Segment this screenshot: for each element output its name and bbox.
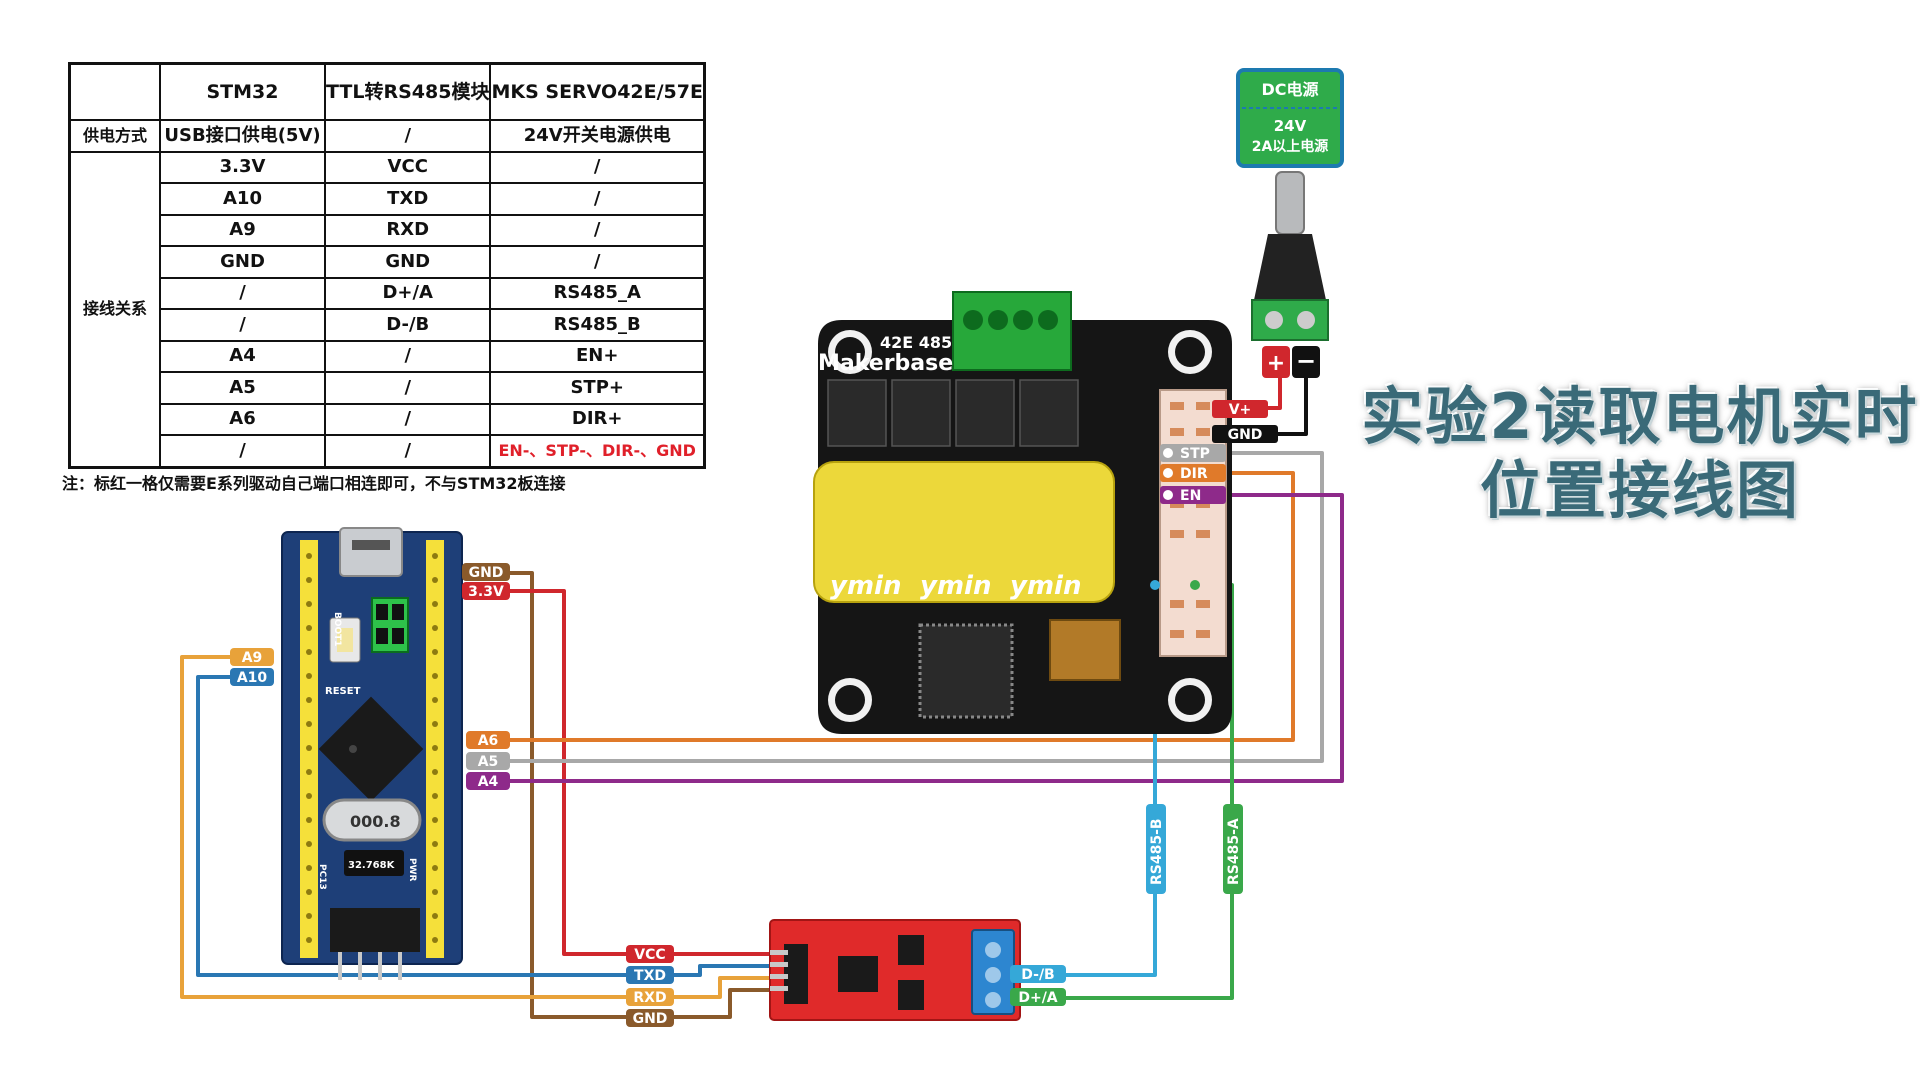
label-db: D-/B: [1021, 967, 1054, 983]
table-row: A4 / EN+: [70, 339, 706, 373]
label-vcc: VCC: [634, 947, 665, 963]
rs485-pin-labels: VCC TXD RXD GND D-/B D+/A RS485-B RS485-…: [626, 804, 1243, 1027]
stm32-pin-labels: GND 3.3V A9 A10 A6 A5 A4: [230, 563, 510, 790]
wire-a4: [510, 493, 1344, 783]
diagram-title: 实验2读取电机实时 位置接线图: [1360, 380, 1920, 528]
wire-a5: [510, 451, 1324, 763]
wire-a10: [196, 675, 770, 977]
stm32-pwr-label: PWR: [407, 858, 417, 882]
table-header-cell: MKS SERVO42E/57E: [489, 62, 706, 121]
label-rxd: RXD: [633, 990, 666, 1006]
ttl-rs485-module: [769, 919, 1021, 1021]
table-header-row: STM32 TTL转RS485模块 MKS SERVO42E/57E: [68, 62, 706, 121]
label-rs485-b: RS485-B: [1149, 818, 1165, 885]
label-a10: A10: [237, 670, 268, 686]
table-row: / D+/A RS485_A: [70, 276, 706, 310]
wire-a6: [510, 471, 1295, 742]
table-cell: D+/A: [323, 276, 492, 310]
minus-icon: −: [1296, 347, 1316, 375]
table-cell: 3.3V: [159, 150, 326, 184]
table-cell: /: [323, 371, 492, 405]
table-cell-wiring-label: 接线关系: [68, 150, 161, 468]
servo-brand-label: Makerbase: [818, 351, 953, 376]
table-header-cell: TTL转RS485模块: [323, 62, 492, 121]
label-stp: STP: [1180, 446, 1210, 462]
dc-power-voltage: 24V: [1274, 117, 1307, 135]
table-cell: TXD: [323, 182, 492, 216]
label-a9: A9: [242, 650, 263, 666]
stm32-reset-label: RESET: [325, 686, 361, 697]
capacitor-brand-2: ymin: [920, 571, 991, 601]
stm32-boot-label: BOOT1: [332, 612, 342, 647]
title-line-1: 实验2读取电机实时: [1361, 380, 1919, 453]
title-line-2: 位置接线图: [1479, 454, 1800, 527]
plus-icon: +: [1267, 351, 1285, 376]
label-servo-gnd: GND: [1228, 427, 1263, 443]
label-en: EN: [1180, 488, 1201, 504]
servo-board: 42E 485 Makerbase ymin ymin ymin: [813, 291, 1232, 734]
label-a4: A4: [478, 774, 499, 790]
label-rs485-gnd: GND: [633, 1011, 668, 1027]
label-a5: A5: [478, 754, 499, 770]
table-row: 接线关系 3.3V VCC /: [68, 150, 706, 468]
stm32-crystal-label: 000.8: [350, 812, 401, 831]
table-cell: A10: [159, 182, 326, 216]
table-cell-red: EN-、STP-、DIR-、GND: [489, 434, 706, 468]
stm32-rtc-label: 32.768K: [348, 860, 396, 871]
label-txd: TXD: [634, 968, 666, 984]
label-3v3-stm32: 3.3V: [468, 584, 504, 600]
label-rs485-a: RS485-A: [1226, 818, 1242, 885]
table-row: A5 / STP+: [70, 371, 706, 405]
stm32-pc13-label: PC13: [317, 864, 327, 890]
table-cell: /: [159, 434, 326, 468]
label-vplus: V+: [1229, 402, 1252, 418]
table-note: 注：标红一格仅需要E系列驱动自己端口相连即可，不与STM32板连接: [62, 474, 566, 493]
wire-3v3: [510, 589, 770, 956]
label-da: D+/A: [1018, 990, 1057, 1006]
table-row: A10 TXD /: [70, 182, 706, 216]
label-dir: DIR: [1180, 466, 1208, 482]
dc-power-current: 2A以上电源: [1252, 138, 1329, 155]
table-cell: /: [323, 339, 492, 373]
wire-a9: [180, 655, 770, 999]
capacitor-brand-1: ymin: [830, 571, 901, 601]
servo-model-label: 42E 485: [880, 333, 952, 352]
servo-pin-labels: V+ GND STP DIR EN: [1160, 400, 1278, 504]
dc-power-supply: DC电源 24V 2A以上电源 + −: [1236, 68, 1344, 378]
table-header-cell: STM32: [159, 62, 326, 121]
capacitor-brand-3: ymin: [1010, 571, 1081, 601]
table-cell: RS485_A: [489, 276, 706, 310]
table-cell: GND: [323, 245, 492, 279]
label-gnd-stm32: GND: [469, 565, 504, 581]
dc-power-title: DC电源: [1261, 80, 1318, 99]
label-a6: A6: [478, 733, 499, 749]
table-cell: /: [323, 434, 492, 468]
table-cell: RXD: [323, 213, 492, 247]
table-row: A9 RXD /: [70, 213, 706, 247]
table-header-cell: [68, 62, 161, 121]
connection-table: STM32 TTL转RS485模块 MKS SERVO42E/57E 供电方式 …: [68, 62, 706, 469]
table-row: / / EN-、STP-、DIR-、GND: [70, 434, 706, 468]
stm32-board: RESET BOOT1 000.8 32.768K PC13 PWR: [281, 527, 463, 980]
